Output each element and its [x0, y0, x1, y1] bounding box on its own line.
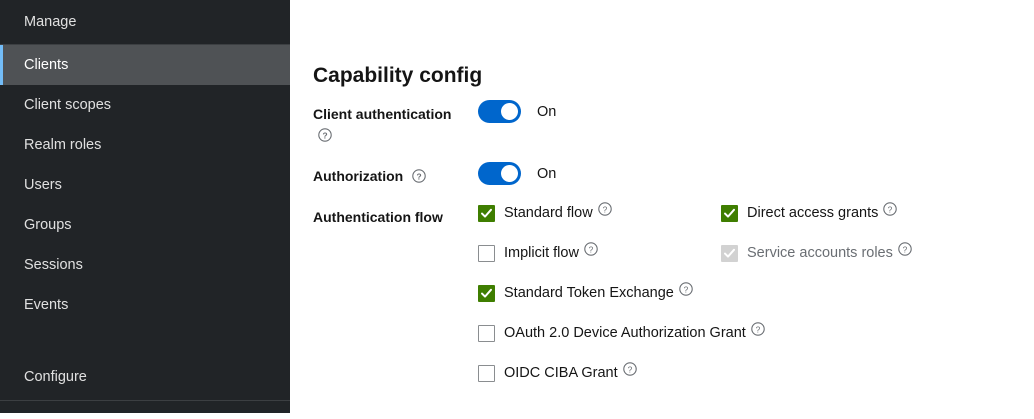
checkbox-line: Implicit flow ?: [478, 242, 998, 283]
help-circle-icon[interactable]: ?: [412, 169, 426, 184]
checkbox-item-standard-flow: Standard flow ?: [478, 202, 721, 223]
page-title: Capability config: [313, 64, 483, 88]
checkbox-line: OAuth 2.0 Device Authorization Grant ?: [478, 322, 998, 363]
form-row-authorization: Authorization ? On: [313, 162, 1013, 187]
sidebar-nav-list: Clients Client scopes Realm roles Users …: [0, 45, 290, 325]
client-authentication-state-label: On: [537, 103, 557, 120]
form-row-authentication-flow: Authentication flow Standard flow: [313, 202, 1013, 403]
checkbox-item-direct-access-grants: Direct access grants ?: [721, 202, 898, 223]
authentication-flow-label: Authentication flow: [313, 209, 443, 225]
sidebar-item-label: Client scopes: [24, 97, 112, 113]
standard-flow-checkbox[interactable]: [478, 205, 495, 222]
svg-text:?: ?: [322, 131, 327, 141]
help-circle-icon[interactable]: ?: [679, 282, 693, 296]
svg-text:?: ?: [684, 284, 689, 294]
sidebar-item-realm-roles[interactable]: Realm roles: [0, 125, 290, 165]
sidebar-spacer: [0, 325, 290, 355]
direct-access-grants-label: Direct access grants: [747, 205, 879, 221]
checkbox-item-oidc-ciba-grant: OIDC CIBA Grant ?: [478, 362, 637, 383]
help-circle-icon[interactable]: ?: [898, 242, 912, 256]
service-accounts-roles-label: Service accounts roles: [747, 245, 893, 261]
authorization-label-group: Authorization ?: [313, 162, 478, 187]
checkbox-item-standard-token-exchange: Standard Token Exchange ?: [478, 282, 693, 303]
svg-text:?: ?: [627, 364, 632, 374]
svg-text:?: ?: [888, 204, 893, 214]
authentication-flow-label-group: Authentication flow: [313, 203, 478, 228]
svg-text:?: ?: [589, 244, 594, 254]
help-circle-icon[interactable]: ?: [318, 128, 332, 143]
standard-token-exchange-label: Standard Token Exchange: [504, 285, 674, 301]
primary-sidebar: Manage Clients Client scopes Realm roles…: [0, 0, 290, 413]
client-authentication-field: On: [478, 100, 1013, 123]
svg-text:?: ?: [755, 324, 760, 334]
authorization-state-label: On: [537, 165, 557, 182]
sidebar-section-manage: Manage: [24, 14, 77, 30]
service-accounts-roles-checkbox: [721, 245, 738, 262]
sidebar-item-label: Sessions: [24, 257, 83, 273]
toggle-knob: [501, 103, 518, 120]
help-circle-icon[interactable]: ?: [622, 362, 637, 376]
oidc-ciba-grant-label: OIDC CIBA Grant: [504, 365, 618, 381]
oauth-device-authorization-grant-label: OAuth 2.0 Device Authorization Grant: [504, 325, 746, 341]
standard-token-exchange-checkbox[interactable]: [478, 285, 495, 302]
capability-config-form: Client authentication ? On: [313, 100, 1013, 419]
sidebar-item-sessions[interactable]: Sessions: [0, 245, 290, 285]
oidc-ciba-grant-checkbox[interactable]: [478, 365, 495, 382]
toggle-knob: [501, 165, 518, 182]
sidebar-item-clients[interactable]: Clients: [0, 45, 290, 85]
sidebar-divider-top: [0, 44, 290, 45]
svg-text:?: ?: [602, 204, 607, 214]
help-circle-icon[interactable]: ?: [584, 242, 598, 256]
checkbox-line: OIDC CIBA Grant ?: [478, 362, 998, 403]
sidebar-item-label: Realm roles: [24, 137, 102, 153]
help-circle-icon[interactable]: ?: [883, 202, 898, 216]
sidebar-item-label: Events: [24, 297, 69, 313]
implicit-flow-label: Implicit flow: [504, 245, 579, 261]
client-authentication-label-group: Client authentication ?: [313, 100, 478, 146]
authorization-toggle[interactable]: [478, 162, 521, 185]
sidebar-section-configure: Configure: [24, 369, 87, 385]
checkbox-item-oauth-device-authorization-grant: OAuth 2.0 Device Authorization Grant ?: [478, 322, 765, 343]
form-row-client-authentication: Client authentication ? On: [313, 100, 1013, 146]
client-authentication-label: Client authentication: [313, 106, 452, 122]
client-authentication-toggle[interactable]: [478, 100, 521, 123]
implicit-flow-checkbox[interactable]: [478, 245, 495, 262]
oauth-device-authorization-grant-checkbox[interactable]: [478, 325, 495, 342]
help-circle-icon[interactable]: ?: [751, 322, 765, 336]
checkbox-item-service-accounts-roles: Service accounts roles ?: [721, 242, 912, 263]
authentication-flow-checkbox-grid: Standard flow ?: [478, 202, 998, 403]
sidebar-item-users[interactable]: Users: [0, 165, 290, 205]
checkbox-line: Standard Token Exchange ?: [478, 282, 998, 323]
authorization-label: Authorization: [313, 168, 404, 184]
checkbox-line: Standard flow ?: [478, 202, 998, 243]
standard-flow-label: Standard flow: [504, 205, 593, 221]
sidebar-item-events[interactable]: Events: [0, 285, 290, 325]
sidebar-item-label: Users: [24, 177, 62, 193]
direct-access-grants-checkbox[interactable]: [721, 205, 738, 222]
checkbox-item-implicit-flow: Implicit flow ?: [478, 242, 721, 263]
sidebar-item-client-scopes[interactable]: Client scopes: [0, 85, 290, 125]
main-content: Capability config Client authentication …: [290, 0, 1034, 413]
help-circle-icon[interactable]: ?: [597, 202, 612, 216]
sidebar-item-label: Clients: [24, 57, 69, 73]
sidebar-divider-bottom: [0, 400, 290, 401]
svg-text:?: ?: [903, 244, 908, 254]
svg-text:?: ?: [417, 172, 422, 182]
sidebar-item-label: Groups: [24, 217, 72, 233]
sidebar-item-groups[interactable]: Groups: [0, 205, 290, 245]
authorization-field: On: [478, 162, 1013, 185]
